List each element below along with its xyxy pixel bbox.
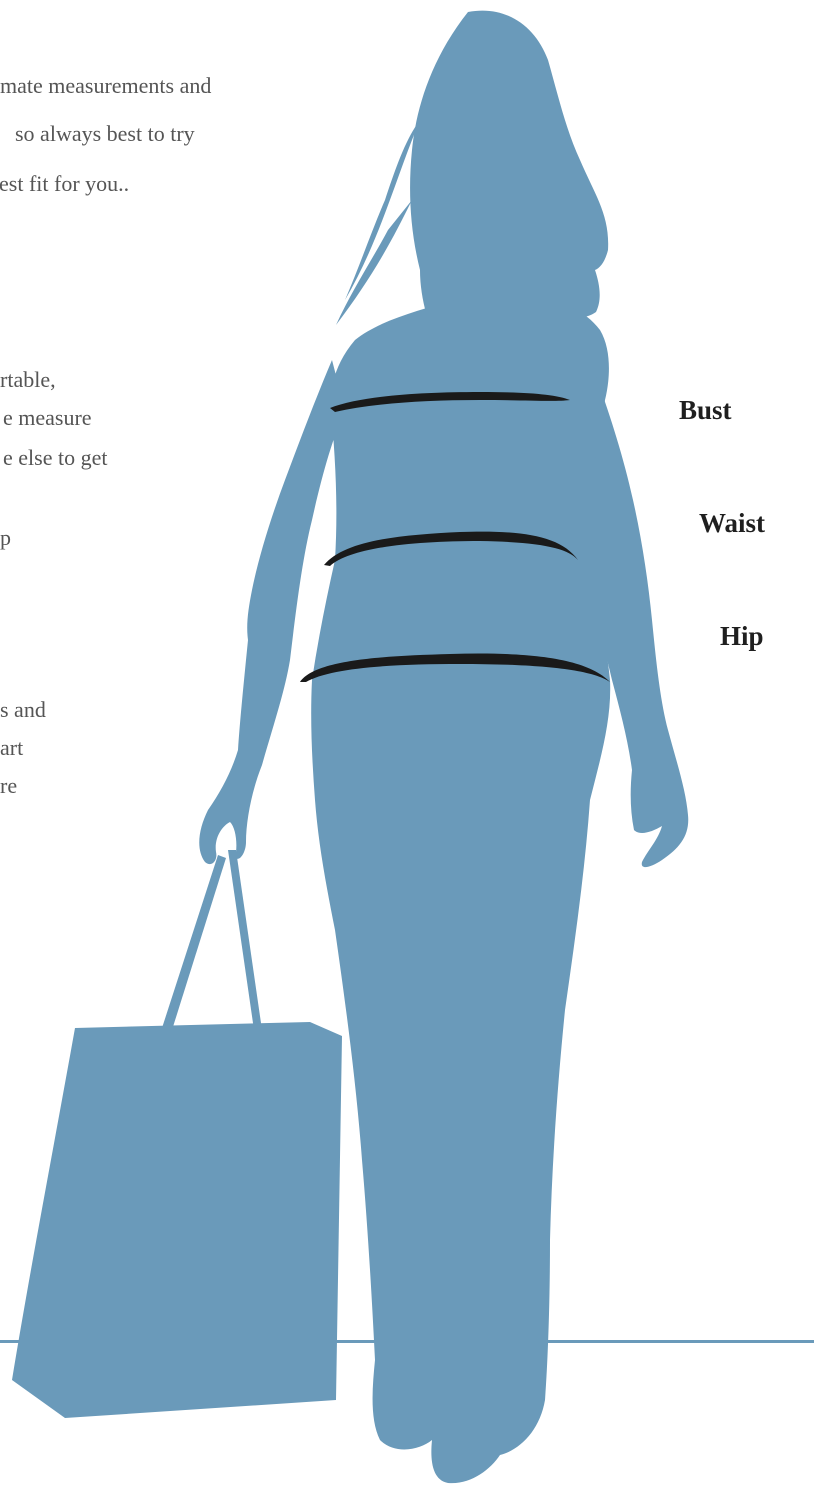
hip-label: Hip <box>720 621 764 652</box>
waist-label: Waist <box>699 508 765 539</box>
bust-label: Bust <box>679 395 732 426</box>
